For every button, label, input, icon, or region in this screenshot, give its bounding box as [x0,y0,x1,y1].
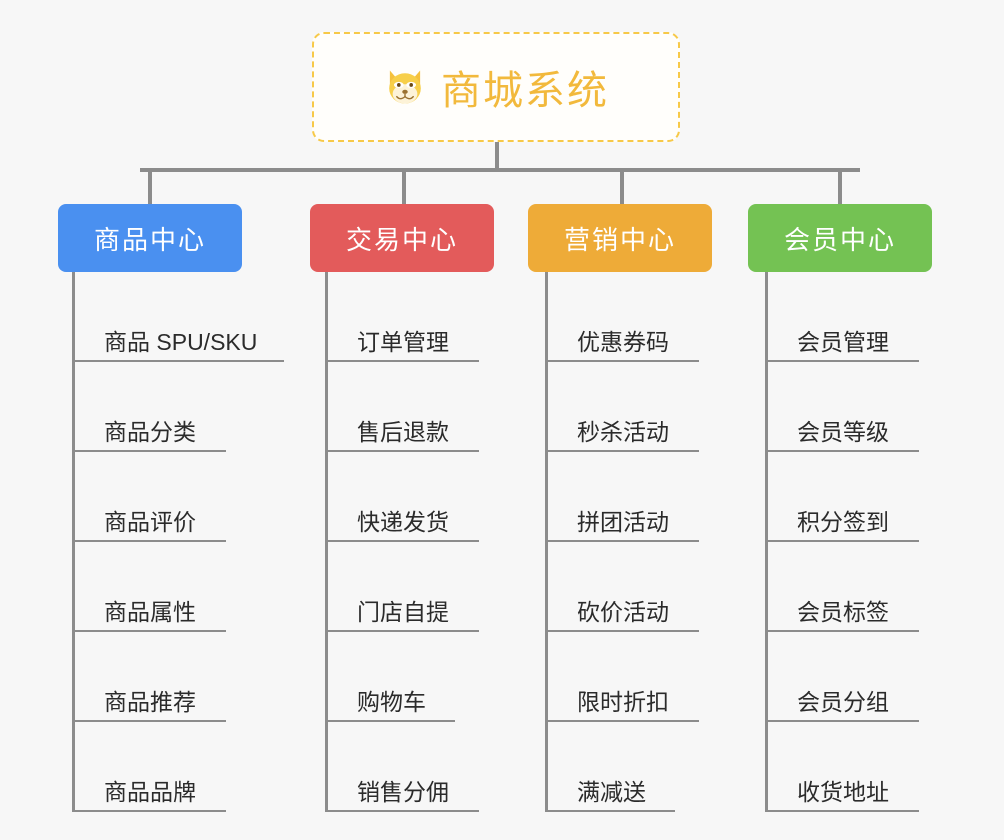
leaf-label: 会员等级 [797,419,889,445]
dog-face-icon [383,65,427,109]
category-box-member-center[interactable]: 会员中心 [748,204,932,272]
leaf-label: 商品品牌 [104,779,196,805]
root-node[interactable]: 商城系统 [312,32,680,142]
leaf-node[interactable]: 砍价活动 [545,542,699,632]
leaf-node[interactable]: 限时折扣 [545,632,699,722]
leaf-node[interactable]: 会员分组 [765,632,919,722]
leaf-node[interactable]: 满减送 [545,722,675,812]
leaf-label: 拼团活动 [577,509,669,535]
connector-spine-marketing-center [545,272,548,812]
leaf-label: 商品 SPU/SKU [104,329,258,355]
connector-drop-marketing-center [620,168,624,204]
leaf-label: 商品分类 [104,419,196,445]
leaf-node[interactable]: 门店自提 [325,542,479,632]
category-box-trade-center[interactable]: 交易中心 [310,204,494,272]
leaf-node[interactable]: 收货地址 [765,722,919,812]
connector-spine-member-center [765,272,768,812]
connector-root-stem [495,142,499,170]
connector-drop-trade-center [402,168,406,204]
leaf-label: 售后退款 [357,419,449,445]
leaf-label: 门店自提 [357,599,449,625]
leaf-label: 砍价活动 [577,599,669,625]
leaf-label: 订单管理 [357,329,449,355]
root-title: 商城系统 [441,69,609,113]
leaf-node[interactable]: 商品 SPU/SKU [72,272,284,362]
leaf-label: 商品属性 [104,599,196,625]
leaf-label: 积分签到 [797,509,889,535]
leaf-node[interactable]: 商品评价 [72,452,226,542]
leaf-label: 满减送 [577,779,646,805]
leaf-node[interactable]: 销售分佣 [325,722,479,812]
leaf-node[interactable]: 快递发货 [325,452,479,542]
connector-drop-product-center [148,168,152,204]
leaf-label: 商品推荐 [104,689,196,715]
leaf-label: 收货地址 [797,779,889,805]
category-label: 商品中心 [93,224,206,255]
leaf-label: 会员分组 [797,689,889,715]
leaf-node[interactable]: 订单管理 [325,272,479,362]
category-label: 营销中心 [563,224,676,255]
leaf-node[interactable]: 售后退款 [325,362,479,452]
leaf-label: 秒杀活动 [577,419,669,445]
leaf-label: 会员标签 [797,599,889,625]
connector-drop-member-center [838,168,842,204]
leaf-label: 购物车 [357,689,426,715]
leaf-node[interactable]: 秒杀活动 [545,362,699,452]
leaf-label: 销售分佣 [357,779,449,805]
leaf-node[interactable]: 商品属性 [72,542,226,632]
connector-horizontal-bus [140,168,860,172]
leaf-label: 会员管理 [797,329,889,355]
leaf-label: 快递发货 [357,509,449,535]
category-box-product-center[interactable]: 商品中心 [58,204,242,272]
leaf-label: 商品评价 [104,509,196,535]
leaf-node[interactable]: 拼团活动 [545,452,699,542]
connector-spine-product-center [72,272,75,812]
leaf-node[interactable]: 购物车 [325,632,455,722]
leaf-node[interactable]: 优惠券码 [545,272,699,362]
leaf-node[interactable]: 积分签到 [765,452,919,542]
leaf-node[interactable]: 商品分类 [72,362,226,452]
leaf-label: 优惠券码 [577,329,669,355]
leaf-node[interactable]: 会员等级 [765,362,919,452]
leaf-label: 限时折扣 [577,689,669,715]
leaf-node[interactable]: 会员标签 [765,542,919,632]
leaf-node[interactable]: 会员管理 [765,272,919,362]
category-label: 交易中心 [345,224,458,255]
category-label: 会员中心 [783,224,896,255]
leaf-node[interactable]: 商品推荐 [72,632,226,722]
category-box-marketing-center[interactable]: 营销中心 [528,204,712,272]
leaf-node[interactable]: 商品品牌 [72,722,226,812]
connector-spine-trade-center [325,272,328,812]
